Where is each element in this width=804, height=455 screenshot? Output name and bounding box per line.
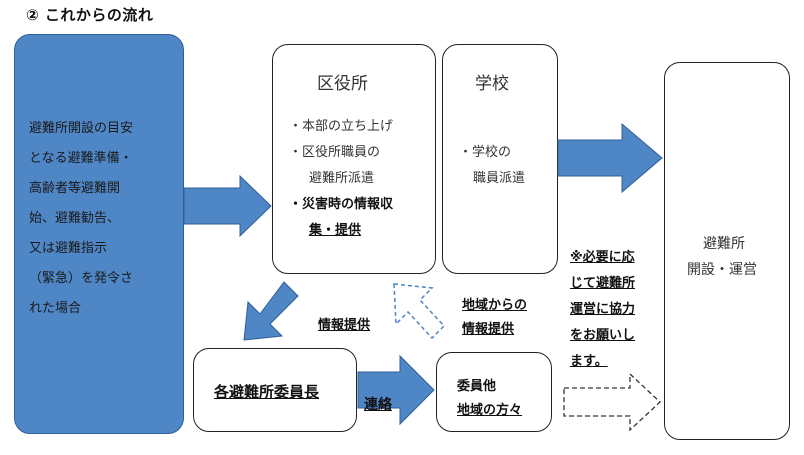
trigger-text-line: 始、避難勧告、 xyxy=(29,211,121,226)
school-box: 学校 ・学校の 職員派遣 xyxy=(442,44,558,274)
trigger-text-line: 避難所開設の目安 xyxy=(29,121,134,136)
arrow-trigger-to-ward xyxy=(183,174,272,238)
note-line: 運営に協力 xyxy=(570,302,636,317)
school-item: ・学校の xyxy=(459,145,512,160)
school-heading: 学校 xyxy=(475,74,509,94)
trigger-condition-box: 避難所開設の目安 となる避難準備・ 高齢者等避難開 始、避難勧告、 又は避難指示… xyxy=(14,34,184,434)
info-from-area-label: 情報提供 xyxy=(462,322,515,337)
trigger-text-line: （緊急）を発令さ xyxy=(29,271,134,286)
arrow-committee-to-shelter xyxy=(563,372,661,432)
ward-office-bold-item: ・災害時の情報収 xyxy=(289,197,394,212)
ward-office-item: ・本部の立ち上げ xyxy=(289,119,394,134)
ward-office-box: 区役所 ・本部の立ち上げ ・区役所職員の 避難所派遣 ・災害時の情報収 集・提供 xyxy=(272,44,436,274)
trigger-text-line: 又は避難指示 xyxy=(29,241,108,256)
school-item: 職員派遣 xyxy=(473,171,526,186)
ward-office-bold-item: 集・提供 xyxy=(309,223,362,238)
shelter-text-line: 開設・運営 xyxy=(687,262,757,278)
info-from-area-label: 地域からの xyxy=(462,298,528,313)
ward-office-item: ・区役所職員の xyxy=(289,145,381,160)
ward-office-heading: 区役所 xyxy=(317,74,368,94)
arrow-info-provision xyxy=(243,281,299,341)
contact-label: 連絡 xyxy=(364,397,392,413)
section-title: ② これからの流れ xyxy=(26,6,154,24)
arrow-info-from-area xyxy=(393,283,446,340)
note-line: ※必要に応 xyxy=(570,250,635,265)
shelter-box: 避難所 開設・運営 xyxy=(664,62,790,440)
trigger-text-line: となる避難準備・ xyxy=(29,151,133,166)
arrow-school-to-shelter xyxy=(557,122,663,194)
note-line: ます。 xyxy=(570,354,608,369)
trigger-text-line: 高齢者等避難開 xyxy=(29,181,121,196)
shelter-text-line: 避難所 xyxy=(703,236,745,252)
trigger-text-line: れた場合 xyxy=(29,301,82,316)
committee-text-line: 地域の方々 xyxy=(457,403,523,418)
ward-office-item: 避難所派遣 xyxy=(309,171,375,186)
committee-text-line: 委員他 xyxy=(457,379,497,394)
shelter-chair-label: 各避難所委員長 xyxy=(214,383,320,401)
info-provision-label: 情報提供 xyxy=(318,318,371,333)
committee-box: 委員他 地域の方々 xyxy=(436,352,552,432)
shelter-chair-box: 各避難所委員長 xyxy=(193,348,357,432)
note-line: をお願いし xyxy=(570,328,636,343)
note-line: じて避難所 xyxy=(570,276,636,291)
arrow-chair-to-committee xyxy=(357,354,435,426)
